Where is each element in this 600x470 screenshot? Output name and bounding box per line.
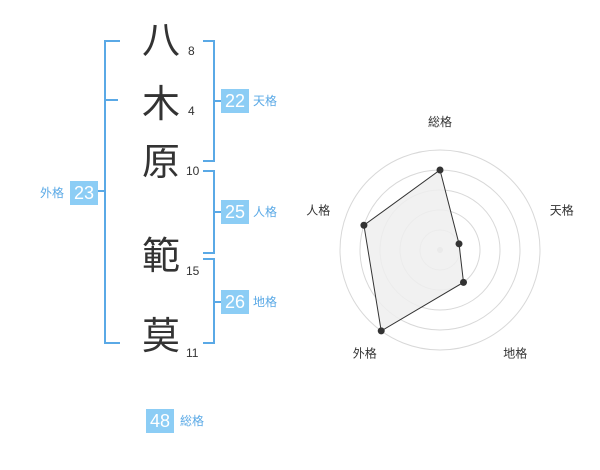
radar-axis-label-2: 天格	[550, 202, 574, 217]
tenkaku-label: 天格	[253, 94, 278, 108]
radar-series-area	[363, 169, 465, 332]
gaikaku-connector	[96, 190, 104, 192]
chikaku-connector	[213, 301, 221, 303]
tenkaku-connector	[213, 100, 221, 102]
stroke-count-4: 15	[186, 264, 200, 278]
name-char-1: 八	[142, 18, 181, 62]
soukaku-value: 48	[146, 409, 174, 433]
gaikaku-label: 外格	[40, 186, 65, 200]
radar-axis-label-4: 外格	[353, 346, 377, 361]
stroke-count-2: 4	[188, 104, 195, 118]
stroke-count-5: 11	[186, 346, 199, 360]
radar-axis-label-3: 地格	[503, 346, 527, 361]
radar-ring-5	[339, 149, 541, 351]
bracket-divider	[104, 99, 118, 101]
soukaku-label: 総格	[180, 414, 205, 428]
radar-point-2	[455, 240, 463, 248]
jinkaku-connector	[213, 211, 221, 213]
name-char-5: 莫	[142, 314, 181, 358]
radar-point-1	[436, 166, 444, 174]
jinkaku-value: 25	[221, 200, 249, 224]
chikaku-value: 26	[221, 290, 249, 314]
stroke-count-1: 8	[188, 44, 195, 58]
radar-point-5	[360, 221, 368, 229]
radar-point-4	[377, 327, 385, 335]
gaikaku-value: 23	[70, 181, 98, 205]
radar-axis-label-5: 人格	[306, 202, 330, 217]
gaikaku-bracket	[104, 40, 120, 344]
radar-axis-label-1: 総格	[428, 114, 452, 129]
chikaku-label: 地格	[253, 295, 278, 309]
name-char-2: 木	[142, 82, 181, 126]
name-char-3: 原	[142, 140, 181, 184]
jinkaku-label: 人格	[253, 205, 278, 219]
name-char-4: 範	[142, 234, 181, 278]
tenkaku-value: 22	[221, 89, 249, 113]
stroke-count-3: 10	[186, 164, 200, 178]
radar-point-3	[460, 278, 468, 286]
